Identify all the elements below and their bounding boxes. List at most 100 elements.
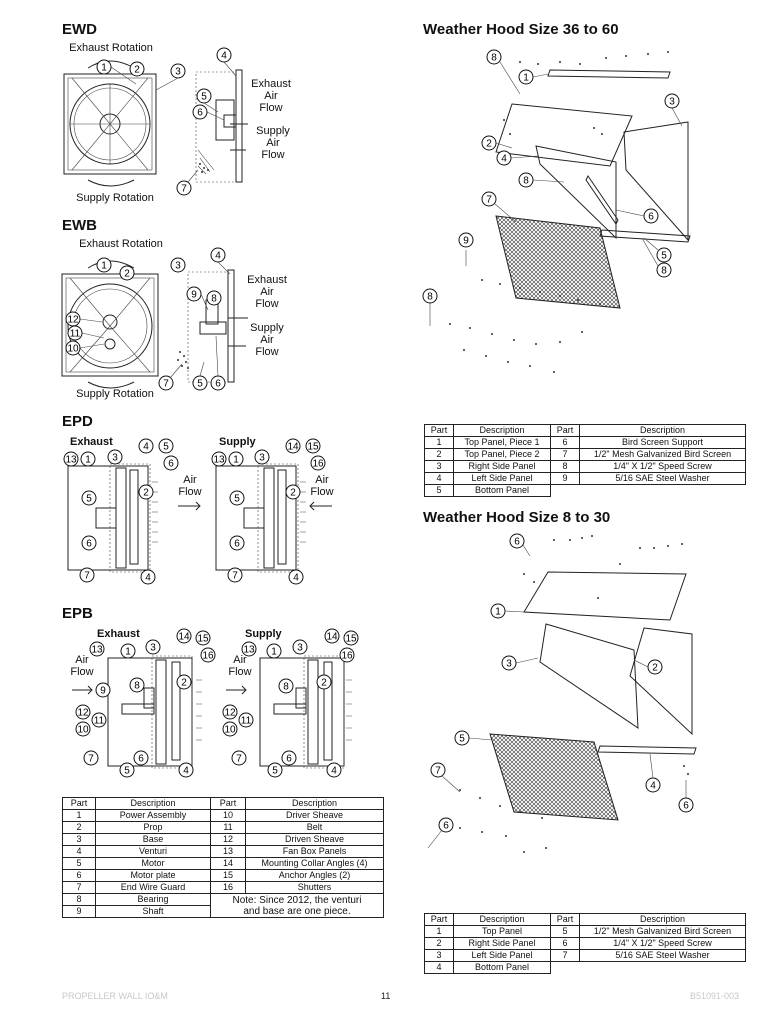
ewb-exhaust-rotation-label: Exhaust Rotation	[79, 238, 163, 250]
epb-callout: 13	[243, 645, 255, 656]
ewb-callout: 6	[215, 379, 221, 390]
epb-title: EPB	[62, 605, 93, 622]
table-header-row: Part Description Part Description	[424, 424, 746, 437]
epb-callout: 5	[124, 766, 130, 777]
ewd-callout: 2	[134, 65, 140, 76]
epb-callout: 11	[94, 716, 105, 727]
ewb-diagram: 1 2 3 4 12 11 10 9 8 7 5 6	[58, 240, 248, 400]
ewd-callout: 3	[175, 67, 181, 78]
epd-callout: 7	[232, 571, 238, 582]
epb-callout: 6	[286, 754, 292, 765]
ewb-callouts: 1 2 3 4 12 11 10 9 8 7 5 6	[65, 247, 226, 391]
epd-callout: 13	[213, 455, 225, 466]
hood-callout: 8	[523, 176, 529, 187]
ewd-diagram: 1 2 3 4 5 6 7	[58, 40, 248, 200]
epb-callout: 7	[236, 754, 242, 765]
epd-callout: 15	[307, 442, 319, 453]
hood-callout: 8	[427, 292, 433, 303]
epb-callout: 3	[297, 643, 303, 654]
ewd-callout: 6	[197, 108, 203, 119]
epd-supply-label: Supply	[219, 436, 256, 448]
epb-callout: 6	[138, 754, 144, 765]
epd-callout: 3	[112, 453, 118, 464]
epd-callout: 13	[65, 455, 77, 466]
ewb-callout: 1	[101, 261, 107, 272]
ewd-callout: 5	[201, 92, 207, 103]
ewb-callout: 5	[197, 379, 203, 390]
epb-callout: 9	[100, 686, 106, 697]
ewb-callout: 11	[70, 329, 81, 340]
epd-callout: 4	[293, 573, 299, 584]
hood-large-diagram: 8 1 3 2 4 8 7 6 9 5 8 8	[420, 44, 710, 389]
ewb-callout: 4	[215, 251, 221, 262]
epb-callout: 5	[272, 766, 278, 777]
ewd-callout: 7	[181, 184, 187, 195]
ewb-callout: 2	[124, 269, 130, 280]
table-header-row: Part Description Part Description	[62, 797, 384, 810]
hood-callout: 1	[523, 73, 529, 84]
epb-callout: 16	[202, 651, 214, 662]
hood-callout: 7	[486, 195, 492, 206]
epb-exhaust-label: Exhaust	[97, 628, 140, 640]
hood-callout: 1	[495, 607, 501, 618]
ewd-title: EWD	[62, 21, 97, 38]
epb-callout: 14	[326, 632, 338, 643]
epd-callout: 5	[163, 442, 169, 453]
footer-doc-number: B51091-003	[690, 991, 740, 1001]
epd-callout: 7	[84, 571, 90, 582]
epd-callout: 5	[86, 494, 92, 505]
hood-callout: 5	[459, 734, 465, 745]
epb-callout: 2	[181, 678, 187, 689]
ewb-supply-rotation-label: Supply Rotation	[76, 388, 154, 400]
hood-callout: 6	[514, 537, 520, 548]
hood-callout: 6	[648, 212, 654, 223]
epb-callout: 16	[341, 651, 353, 662]
epb-callouts: 13 1 3 14 15 16 9 8 12 11 10 2 7 6 5 4 1…	[75, 628, 359, 778]
epb-callout: 12	[224, 708, 236, 719]
hood-small-callouts: 6 1 3 2 5 4 7 6 6	[430, 533, 694, 833]
epd-callouts: 13 1 3 4 5 6 2 5 6 7 4 13 1 3 14 15 16 2…	[63, 438, 326, 585]
hood-callout: 7	[435, 766, 441, 777]
epb-supply-label: Supply	[245, 628, 282, 640]
hood-large-callouts: 8 1 3 2 4 8 7 6 9 5 8 8	[422, 49, 680, 304]
epb-callout: 11	[241, 716, 252, 727]
epd-callout: 4	[143, 442, 149, 453]
hood-large-title: Weather Hood Size 36 to 60	[423, 21, 619, 38]
epd-callout: 6	[86, 539, 92, 550]
ewb-callout: 12	[67, 315, 79, 326]
epd-callout: 1	[233, 455, 239, 466]
epb-callout: 12	[77, 708, 89, 719]
hood-callout: 5	[661, 251, 667, 262]
ewb-callout: 8	[211, 294, 217, 305]
epb-callout: 8	[134, 681, 140, 692]
hood-callout: 8	[661, 266, 667, 277]
hood-callout: 2	[652, 663, 658, 674]
ewb-callout: 7	[163, 379, 169, 390]
ewd-callouts: 1 2 3 4 5 6 7	[96, 47, 232, 196]
epb-callout: 8	[283, 682, 289, 693]
epd-exhaust-label: Exhaust	[70, 436, 113, 448]
hood-callout: 9	[463, 236, 469, 247]
footer-title: PROPELLER WALL IO&M	[62, 991, 168, 1001]
